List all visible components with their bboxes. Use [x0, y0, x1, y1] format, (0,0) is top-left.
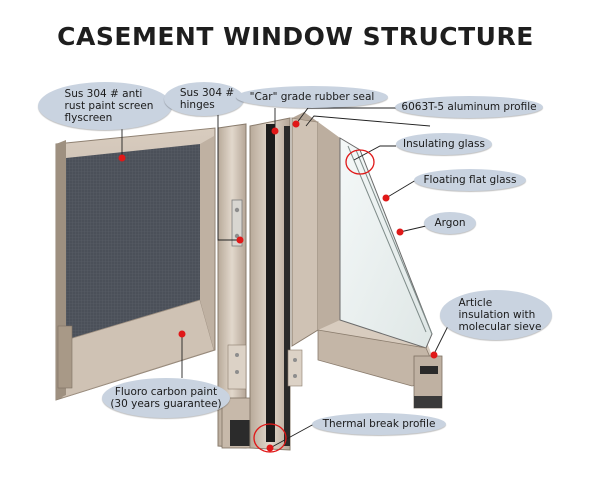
label-insulating-glass: Insulating glass — [396, 133, 492, 155]
label-flyscreen: Sus 304 # anti rust paint screen flyscre… — [38, 82, 172, 130]
leader-lines — [121, 107, 449, 449]
marker-fluoro-paint — [178, 330, 186, 338]
label-article-insulation: Article insulation with molecular sieve — [440, 290, 552, 340]
marker-article-insulation — [430, 351, 438, 359]
label-argon: Argon — [424, 212, 476, 234]
label-aluminum-profile: 6063T-5 aluminum profile — [395, 96, 543, 118]
marker-rubber-seal — [271, 127, 279, 135]
screen-mesh — [66, 144, 200, 340]
markers — [118, 120, 438, 452]
marker-hinges — [236, 236, 244, 244]
diagram-title: CASEMENT WINDOW STRUCTURE — [57, 22, 534, 51]
marker-flyscreen — [118, 154, 126, 162]
marker-argon — [396, 228, 404, 236]
label-hinges: Sus 304 # hinges — [164, 82, 244, 116]
insulating-glass-highlight — [345, 149, 375, 175]
marker-floating-glass — [382, 194, 390, 202]
sash-profile — [249, 117, 303, 451]
flyscreen-panel — [55, 127, 216, 401]
label-rubber-seal: "Car" grade rubber seal — [236, 86, 388, 108]
label-thermal-break: Thermal break profile — [312, 413, 446, 435]
label-fluoro-paint: Fluoro carbon paint (30 years guarantee) — [102, 378, 230, 418]
marker-aluminum — [292, 120, 300, 128]
thermal-break-highlight — [253, 423, 287, 453]
marker-thermal-break — [266, 444, 274, 452]
hinge-plate — [231, 199, 243, 247]
insulating-glass-pane — [339, 137, 433, 349]
glazed-sash — [291, 112, 443, 409]
rubber-seal-strip — [266, 124, 275, 442]
label-floating-glass: Floating flat glass — [414, 169, 526, 191]
